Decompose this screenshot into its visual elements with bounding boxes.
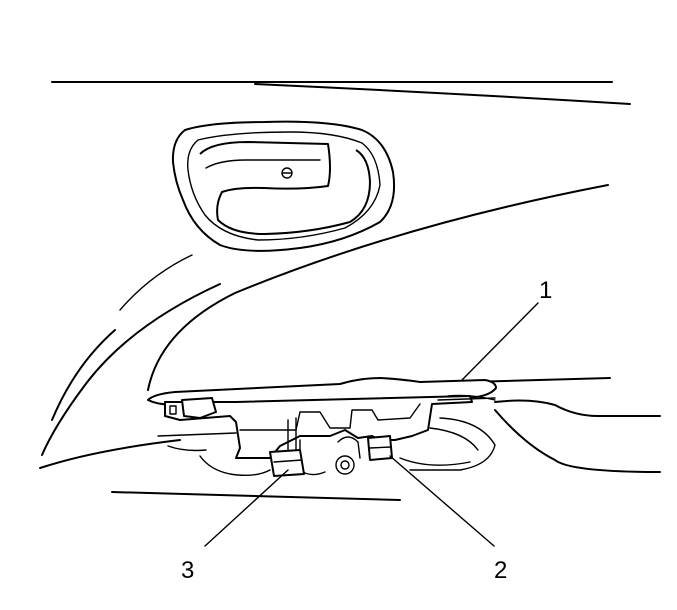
leader-line-2 [389, 455, 495, 547]
leader-line-1 [461, 302, 539, 381]
callout-3-label: 3 [181, 557, 194, 584]
upper-trim-lines [51, 81, 631, 105]
leader-line-3 [204, 469, 289, 547]
callout-2-label: 2 [494, 557, 507, 584]
window-switch-assembly [147, 377, 497, 459]
door-panel-contours [39, 184, 661, 501]
callout-1-label: 1 [539, 277, 552, 304]
leader-lines [204, 302, 539, 547]
inside-handle [171, 120, 396, 252]
connector-2 [367, 435, 393, 461]
lower-harness [157, 417, 496, 477]
connector-3 [269, 449, 305, 477]
